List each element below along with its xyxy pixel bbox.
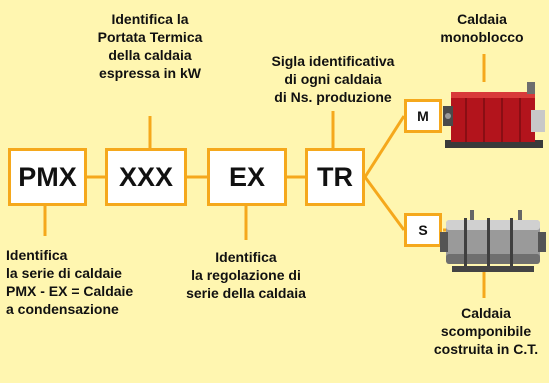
label-monoblocco: Caldaia monoblocco xyxy=(440,11,524,45)
variant-box-s: S xyxy=(404,213,442,247)
variant-s: S xyxy=(418,222,428,238)
sectional-boiler-image xyxy=(440,210,546,272)
code-box-ex: EX xyxy=(207,148,287,206)
label-scomponibile: Caldaia scomponibile costruita in C.T. xyxy=(433,305,539,357)
label-sigla: Sigla identificativa di ogni caldaia di … xyxy=(271,53,395,105)
variant-m: M xyxy=(417,108,429,124)
code-ex: EX xyxy=(228,161,266,192)
code-pmx: PMX xyxy=(18,161,77,192)
code-xxx: XXX xyxy=(118,161,174,192)
label-serie: Identifica la serie di caldaie PMX - EX … xyxy=(6,247,134,317)
code-box-tr: TR xyxy=(305,148,365,206)
label-portata-termica: Identifica la Portata Termica della cald… xyxy=(97,11,203,81)
label-regolazione: Identifica la regolazione di serie della… xyxy=(186,249,306,301)
code-box-pmx: PMX xyxy=(8,148,87,206)
monoblock-boiler-image xyxy=(443,82,545,148)
variant-box-m: M xyxy=(404,99,442,133)
code-tr: TR xyxy=(317,161,353,192)
code-box-xxx: XXX xyxy=(105,148,187,206)
